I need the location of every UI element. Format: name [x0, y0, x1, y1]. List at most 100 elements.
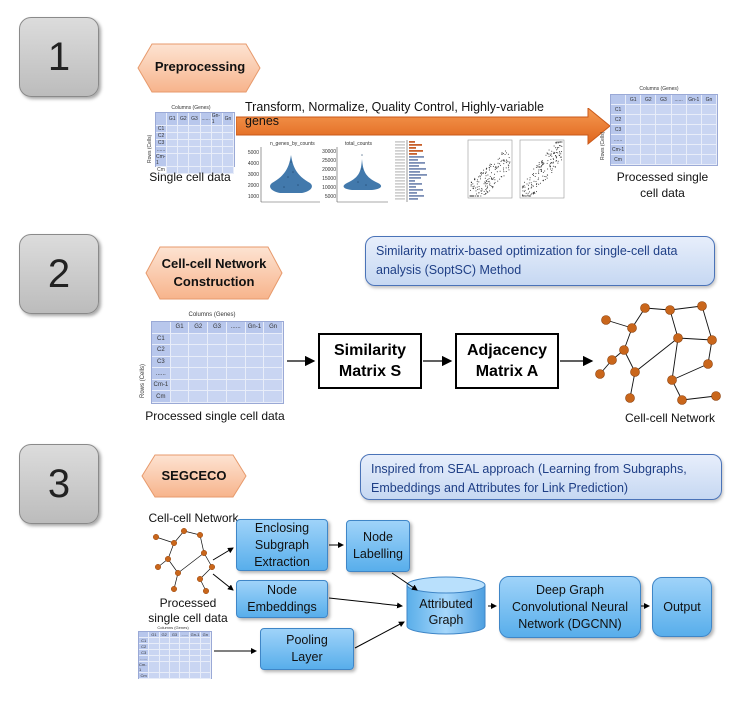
gene-bar: [409, 183, 422, 185]
scatter-point: [494, 169, 496, 171]
scatter-point: [553, 158, 555, 160]
scatter-point: [508, 167, 510, 169]
violin-plot-n-genes: [260, 147, 320, 203]
scatter-point: [551, 150, 553, 152]
gene-name-tick: [395, 147, 405, 149]
scatter-point: [552, 157, 554, 159]
scatter-point: [531, 186, 533, 188]
scatter-point: [501, 152, 503, 154]
scatter-point: [538, 169, 540, 171]
scatter-point: [533, 191, 535, 193]
scatter-point: [497, 166, 499, 168]
scatter-point: [528, 187, 530, 189]
scatter-point: [472, 183, 474, 185]
scatter-point: [545, 176, 547, 178]
gene-bar: [409, 153, 417, 155]
gene-name-tick: [395, 156, 405, 158]
scatter-point: [557, 162, 559, 164]
scatter-point: [507, 153, 509, 155]
scatter-point: [540, 170, 542, 172]
scatter-point: [551, 168, 553, 170]
similarity-matrix-line1: Similarity: [333, 342, 407, 359]
scatter-point: [522, 185, 524, 187]
scatter-point: [485, 168, 487, 170]
scatter-point: [509, 161, 511, 163]
scatter-point: [541, 164, 543, 166]
scatter-point: [483, 194, 485, 196]
scatter-point: [558, 154, 560, 156]
scatter-point: [530, 187, 532, 189]
scatter-point: [490, 166, 492, 168]
scatter-point: [542, 163, 544, 165]
scatter-point: [521, 194, 523, 196]
scatter-plot-1: [467, 139, 513, 199]
gene-name-tick: [395, 165, 405, 167]
scatter-point: [557, 152, 559, 154]
gene-name-tick: [395, 189, 405, 191]
scatter-point: [531, 183, 533, 185]
scatter-point: [473, 195, 475, 197]
gene-bar: [409, 174, 427, 176]
scatter-point: [492, 186, 494, 188]
scatter-point: [478, 185, 480, 187]
scatter-point: [523, 185, 525, 187]
scatter-point: [485, 175, 487, 177]
gene-name-tick: [395, 192, 405, 194]
scatter-point: [549, 153, 551, 155]
gene-bar: [409, 144, 422, 146]
scatter-point: [500, 176, 502, 178]
scatter-point: [492, 178, 494, 180]
scatter-point: [489, 190, 491, 192]
scatter-point: [490, 172, 492, 174]
scatter-point: [493, 163, 495, 165]
gene-name-tick: [395, 180, 405, 182]
scatter-point: [489, 163, 491, 165]
scatter-point: [557, 142, 559, 144]
scatter-point: [497, 165, 499, 167]
scatter-point: [503, 175, 505, 177]
scatter-point: [550, 158, 552, 160]
scatter-point: [481, 174, 483, 176]
gene-name-tick: [395, 171, 405, 173]
scatter-point: [542, 175, 544, 177]
scatter-point: [539, 182, 541, 184]
scatter-point: [541, 160, 543, 162]
scatter-point: [494, 167, 496, 169]
scatter-point: [523, 191, 525, 193]
scatter-point: [490, 184, 492, 186]
attributed-graph-label: Attributed Graph: [419, 597, 473, 627]
scatter-point: [556, 148, 558, 150]
scatter-point: [555, 160, 557, 162]
scatter-point: [476, 193, 478, 195]
scatter-point: [541, 166, 543, 168]
scatter-point: [482, 173, 484, 175]
transform-arrow: [236, 108, 611, 146]
scatter-point: [558, 147, 560, 149]
scatter-point: [490, 177, 492, 179]
scatter-point: [544, 176, 546, 178]
scatter-point: [532, 185, 534, 187]
scatter-point: [541, 160, 543, 162]
scatter-point: [558, 141, 560, 143]
scatter-point: [499, 170, 501, 172]
scatter-point: [554, 152, 556, 154]
scatter-point: [480, 195, 482, 197]
scatter-point: [551, 171, 553, 173]
scatter-point: [481, 172, 483, 174]
scatter-point: [555, 141, 557, 143]
cell-cell-network-label: Cell-cell Network: [624, 411, 716, 425]
scatter-point: [561, 151, 563, 153]
scatter-point: [527, 192, 529, 194]
scatter-point: [492, 165, 494, 167]
gene-name-tick: [395, 168, 405, 170]
scatter-point: [556, 149, 558, 151]
scatter-point: [489, 164, 491, 166]
scatter-point: [494, 179, 496, 181]
scatter-point: [531, 185, 533, 187]
scatter-point: [476, 195, 478, 197]
segceco-network-graph: [152, 528, 216, 595]
